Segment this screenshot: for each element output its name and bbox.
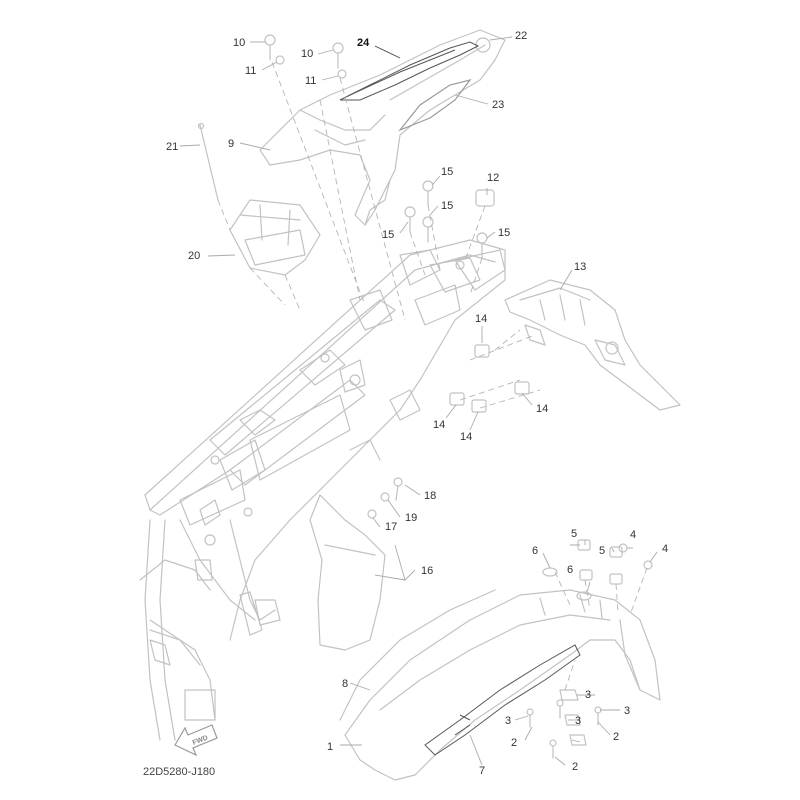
fwd-arrow-icon: FWD — [174, 724, 218, 757]
front-fender — [344, 589, 661, 781]
callout-21: 21 — [166, 141, 178, 153]
callout-3: 3 — [624, 705, 630, 717]
seat-cowl-decal — [339, 41, 480, 101]
callout-14: 14 — [460, 431, 472, 443]
callout-14: 14 — [433, 419, 445, 431]
fender-guard — [339, 589, 496, 721]
callout-2: 2 — [572, 761, 578, 773]
callout-24: 24 — [357, 37, 370, 49]
callout-11: 11 — [305, 75, 316, 87]
diagram-code: 22D5280-J180 — [143, 766, 215, 778]
callout-10: 10 — [233, 37, 245, 49]
callout-15: 15 — [498, 227, 510, 239]
bolts — [264, 34, 495, 519]
callout-4: 4 — [630, 529, 636, 541]
tool-tray — [229, 199, 321, 276]
callout-5: 5 — [571, 528, 577, 540]
callout-labels: 1 2 2 2 3 3 3 3 4 4 5 5 6 6 7 8 9 10 10 … — [166, 30, 668, 777]
callout-13: 13 — [574, 261, 586, 273]
callout-23: 23 — [492, 99, 504, 111]
callout-5: 5 — [599, 545, 605, 557]
callout-19: 19 — [405, 512, 417, 524]
callout-10: 10 — [301, 48, 313, 60]
callout-1: 1 — [327, 741, 333, 753]
rear-seat-cowl — [259, 29, 506, 226]
callout-3: 3 — [575, 715, 581, 727]
callout-15: 15 — [441, 166, 453, 178]
fender-fasteners — [526, 539, 653, 759]
rear-fender-flap — [504, 279, 681, 411]
callout-12: 12 — [487, 172, 499, 184]
callout-6: 6 — [567, 564, 573, 576]
callout-17: 17 — [385, 521, 397, 533]
callout-11: 11 — [245, 65, 256, 77]
callout-3: 3 — [505, 715, 511, 727]
callout-8: 8 — [342, 678, 348, 690]
mud-flap — [309, 494, 386, 651]
callout-18: 18 — [424, 490, 436, 502]
callout-3: 3 — [585, 689, 591, 701]
callout-20: 20 — [188, 250, 200, 262]
callout-14: 14 — [536, 403, 548, 415]
callout-22: 22 — [515, 30, 527, 42]
seat-lock-rod — [197, 122, 219, 201]
callout-2: 2 — [613, 731, 619, 743]
rear-frame — [139, 239, 506, 741]
callout-7: 7 — [479, 765, 485, 777]
callout-16: 16 — [421, 565, 433, 577]
leader-lines — [179, 36, 658, 766]
callout-15: 15 — [382, 229, 394, 241]
clamp-parts — [449, 344, 530, 413]
callout-4: 4 — [662, 543, 668, 555]
callout-2: 2 — [511, 737, 517, 749]
assembly-lines — [217, 61, 648, 691]
callout-9: 9 — [228, 138, 234, 150]
callout-6: 6 — [532, 545, 538, 557]
callout-14: 14 — [475, 313, 487, 325]
callout-15: 15 — [441, 200, 453, 212]
